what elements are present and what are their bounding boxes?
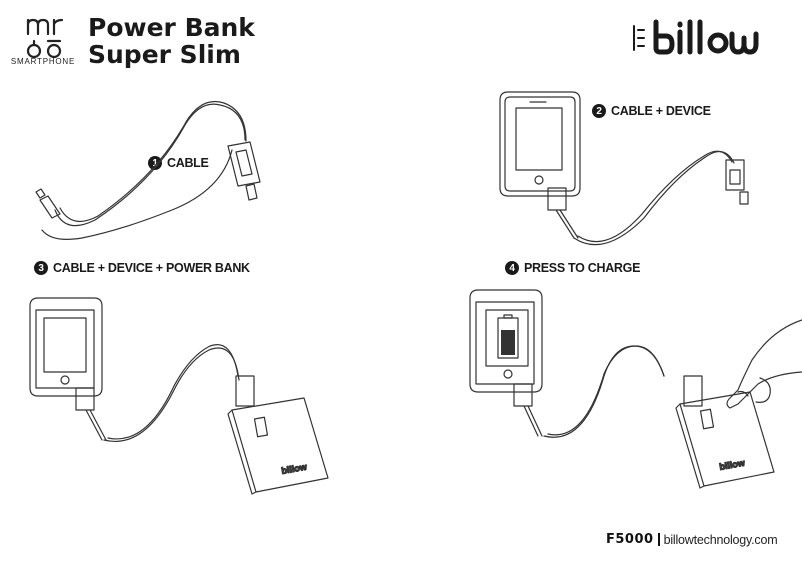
title-line-2: Super Slim [88,40,241,69]
footer-divider [657,533,660,546]
website-link[interactable]: billowtechnology.com [663,532,778,547]
step-1-text: CABLE [167,156,209,170]
title-line-1: Power Bank [88,13,255,42]
step-2-number: 2 [592,104,606,118]
power-bank-brand-4: billow [719,458,747,472]
step-3-text: CABLE + DEVICE + POWER BANK [53,261,250,275]
step-3-label: 3 CABLE + DEVICE + POWER BANK [34,261,250,275]
step-4-text: PRESS TO CHARGE [524,261,641,275]
step-4-label: 4 PRESS TO CHARGE [505,261,640,275]
footer: F5000 billowtechnology.com [606,532,778,547]
step-1-label: 1 CABLE [148,156,209,170]
mr-logo-caption: SMARTPHONE [10,57,76,66]
billow-logo-icon [633,19,759,55]
step-1-number: 1 [148,156,162,170]
step-2-text: CABLE + DEVICE [611,104,711,118]
mr-logo-icon [26,18,64,59]
step-2-label: 2 CABLE + DEVICE [592,104,711,118]
step-3-number: 3 [34,261,48,275]
step-4-number: 4 [505,261,519,275]
page-title: Power Bank Super Slim [88,14,255,68]
model-number: F5000 [606,532,654,547]
